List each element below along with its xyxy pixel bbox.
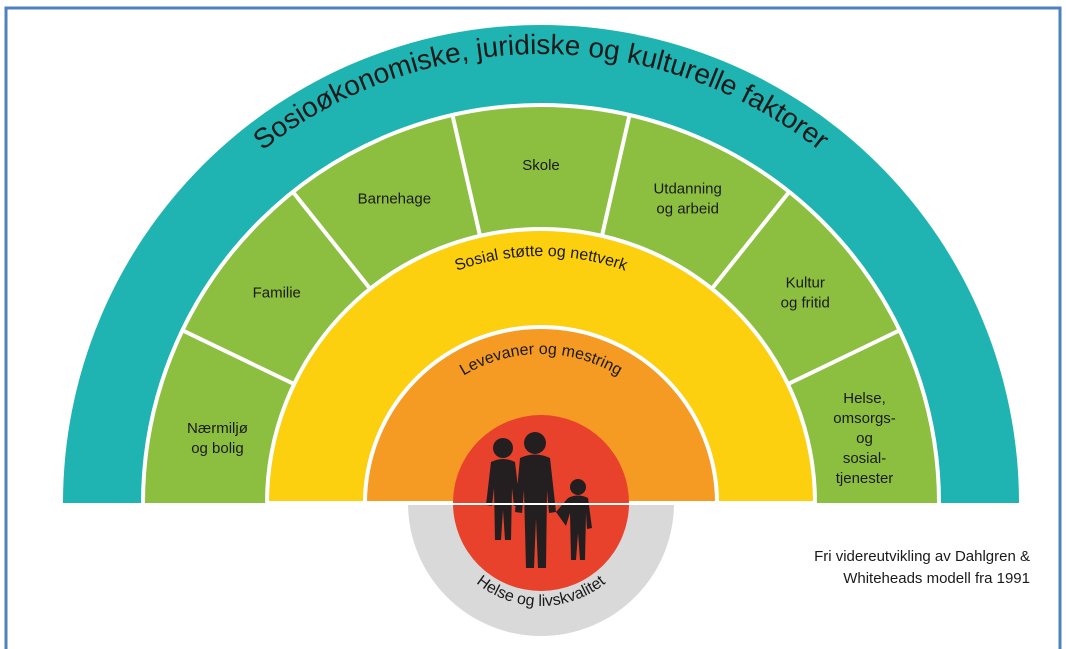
sector-divider — [710, 190, 791, 291]
sector-label-line: Kultur — [786, 274, 825, 291]
baseline — [60, 503, 1022, 505]
credit-line-1: Fri videreutvikling av Dahlgren & — [814, 548, 1030, 565]
figure-border — [4, 6, 1062, 649]
sector-label: Nærmiljø og bolig — [187, 420, 248, 457]
credit-line-2: Whiteheads modell fra 1991 — [843, 570, 1030, 587]
sector-divider — [291, 190, 372, 291]
sector-label-line: og fritid — [781, 294, 830, 311]
sector-label-line: Skole — [522, 157, 560, 174]
sector-dividers — [141, 103, 941, 504]
sector-label-line: Familie — [253, 284, 301, 301]
sector-label: Helse, omsorgs-og sosial-tjenester — [833, 390, 896, 487]
family-silhouette-icon — [486, 432, 592, 568]
sector-label-line: Barnehage — [358, 190, 431, 207]
sector-label-line: tjenester — [836, 470, 894, 487]
sector-label: Barnehage — [358, 190, 431, 207]
sector-divider — [786, 328, 901, 386]
sector-label-line: og — [856, 430, 873, 447]
sector-divider — [450, 114, 482, 237]
sector-label: Utdanning og arbeid — [653, 180, 721, 217]
sector-label: Kultur og fritid — [781, 274, 830, 311]
sector-label-line: Utdanning — [653, 180, 721, 197]
sector-outer-edge — [141, 103, 941, 504]
sector-label-line: Nærmiljø — [187, 420, 248, 437]
sector-divider — [600, 114, 632, 237]
sector-labels: Nærmiljø og bolig Familie Barnehage SkoleUtd… — [187, 157, 896, 487]
sector-label: Familie — [253, 284, 301, 301]
sector-label-line: og arbeid — [656, 200, 719, 217]
sector-label: Skole — [522, 157, 560, 174]
sector-label-line: sosial- — [843, 450, 886, 467]
sector-label-line: og bolig — [191, 440, 244, 457]
sector-label-line: omsorgs- — [833, 410, 896, 427]
sector-divider — [181, 328, 296, 386]
sector-label-line: Helse, — [843, 390, 886, 407]
credit-note: Fri videreutvikling av Dahlgren & Whiteh… — [700, 546, 1030, 590]
